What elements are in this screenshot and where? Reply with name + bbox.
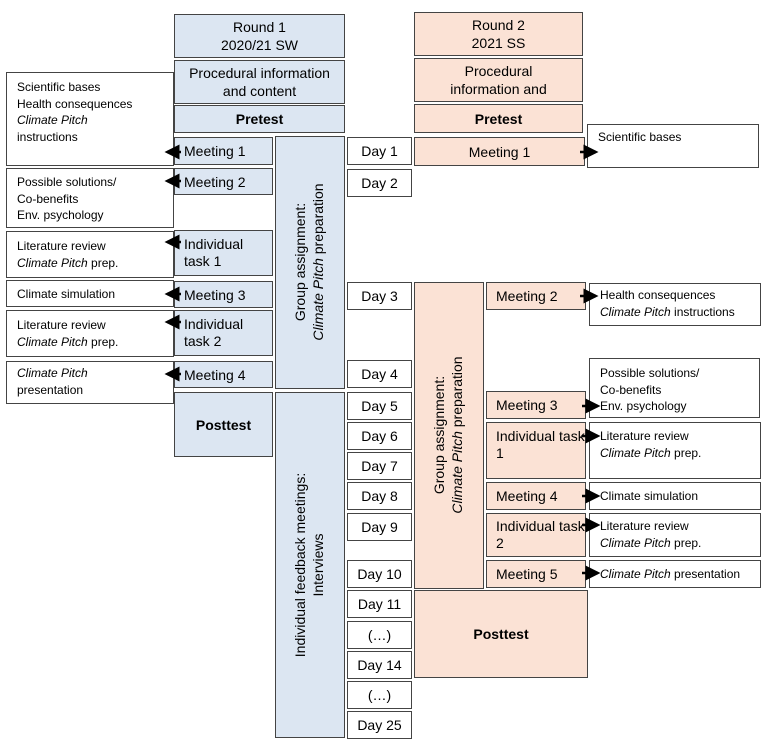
day-7: Day 7 <box>347 452 412 480</box>
round1-procedural-line1: Procedural information <box>189 65 330 81</box>
day-1: Day 1 <box>347 137 412 165</box>
round2-meeting-5: Meeting 5 <box>486 560 586 588</box>
right-note-meeting-1: Scientific bases <box>587 124 759 168</box>
day-6: Day 6 <box>347 422 412 450</box>
round2-header-line2: 2021 SS <box>471 35 526 51</box>
round1-group-assignment-label: Group assignment: Climate Pitch preparat… <box>292 183 326 341</box>
round2-procedural-line1: Procedural <box>464 63 533 79</box>
round1-procedural: Procedural information and content <box>174 60 345 104</box>
right-note-task-1: Literature review Climate Pitch prep. <box>589 422 761 479</box>
round1-feedback-label: Individual feedback meetings: Interviews <box>292 472 326 658</box>
left-note-meeting-2: Possible solutions/ Co-benefits Env. psy… <box>6 168 174 228</box>
round2-group-assignment-label: Group assignment: Climate Pitch preparat… <box>431 356 465 514</box>
left-note-meeting-1: Scientific bases Health consequences Cli… <box>6 72 174 166</box>
round2-header-line1: Round 2 <box>472 17 525 33</box>
round1-feedback-meetings <box>275 392 345 738</box>
day-14: Day 14 <box>347 651 412 679</box>
round1-procedural-line2: and content <box>222 83 297 99</box>
day-3: Day 3 <box>347 282 412 310</box>
right-note-meeting-3: Possible solutions/ Co-benefits Env. psy… <box>589 358 760 418</box>
day-8: Day 8 <box>347 482 412 510</box>
round2-meeting-1: Meeting 1 <box>414 137 585 166</box>
day-ellipsis-2: (…) <box>347 681 412 709</box>
round2-meeting-4: Meeting 4 <box>486 482 586 510</box>
day-5: Day 5 <box>347 392 412 420</box>
round1-meeting-1: Meeting 1 <box>174 137 273 165</box>
left-note-task-1: Literature review Climate Pitch prep. <box>6 231 174 278</box>
day-4: Day 4 <box>347 360 412 388</box>
round1-header-line2: 2020/21 SW <box>220 37 299 53</box>
day-25: Day 25 <box>347 711 412 739</box>
round1-header-line1: Round 1 <box>233 19 286 35</box>
day-2: Day 2 <box>347 169 412 197</box>
round2-pretest: Pretest <box>414 104 583 133</box>
round1-group-assignment <box>275 136 345 389</box>
round2-group-assignment <box>414 282 484 589</box>
round1-individual-task-1: Individual task 1 <box>174 230 273 276</box>
right-note-task-2: Literature review Climate Pitch prep. <box>589 513 761 557</box>
round1-meeting-4: Meeting 4 <box>174 361 273 388</box>
round2-header: Round 2 2021 SS <box>414 12 583 56</box>
right-note-meeting-5: Climate Pitch presentation <box>589 560 761 588</box>
round1-individual-task-2: Individual task 2 <box>174 310 273 356</box>
round2-individual-task-1: Individual task 1 <box>486 422 586 479</box>
round1-meeting-2: Meeting 2 <box>174 168 273 195</box>
right-note-meeting-4: Climate simulation <box>589 482 761 510</box>
round2-procedural-line2: information and <box>450 81 547 97</box>
round2-procedural: Procedural information and <box>414 58 583 102</box>
day-9: Day 9 <box>347 513 412 541</box>
left-note-meeting-3: Climate simulation <box>6 280 174 307</box>
round2-posttest: Posttest <box>414 590 588 678</box>
right-note-meeting-2: Health consequences Climate Pitch instru… <box>589 283 761 326</box>
day-10: Day 10 <box>347 560 412 588</box>
round1-meeting-3: Meeting 3 <box>174 281 273 308</box>
round2-individual-task-2: Individual task 2 <box>486 513 586 557</box>
day-11: Day 11 <box>347 590 412 618</box>
left-note-meeting-4: Climate Pitch presentation <box>6 361 174 404</box>
round1-posttest: Posttest <box>174 392 273 457</box>
left-note-task-2: Literature review Climate Pitch prep. <box>6 310 174 357</box>
round2-meeting-2: Meeting 2 <box>486 282 586 310</box>
round2-meeting-3: Meeting 3 <box>486 391 586 419</box>
round1-pretest: Pretest <box>174 105 345 133</box>
day-ellipsis-1: (…) <box>347 621 412 649</box>
round1-header: Round 1 2020/21 SW <box>174 14 345 58</box>
